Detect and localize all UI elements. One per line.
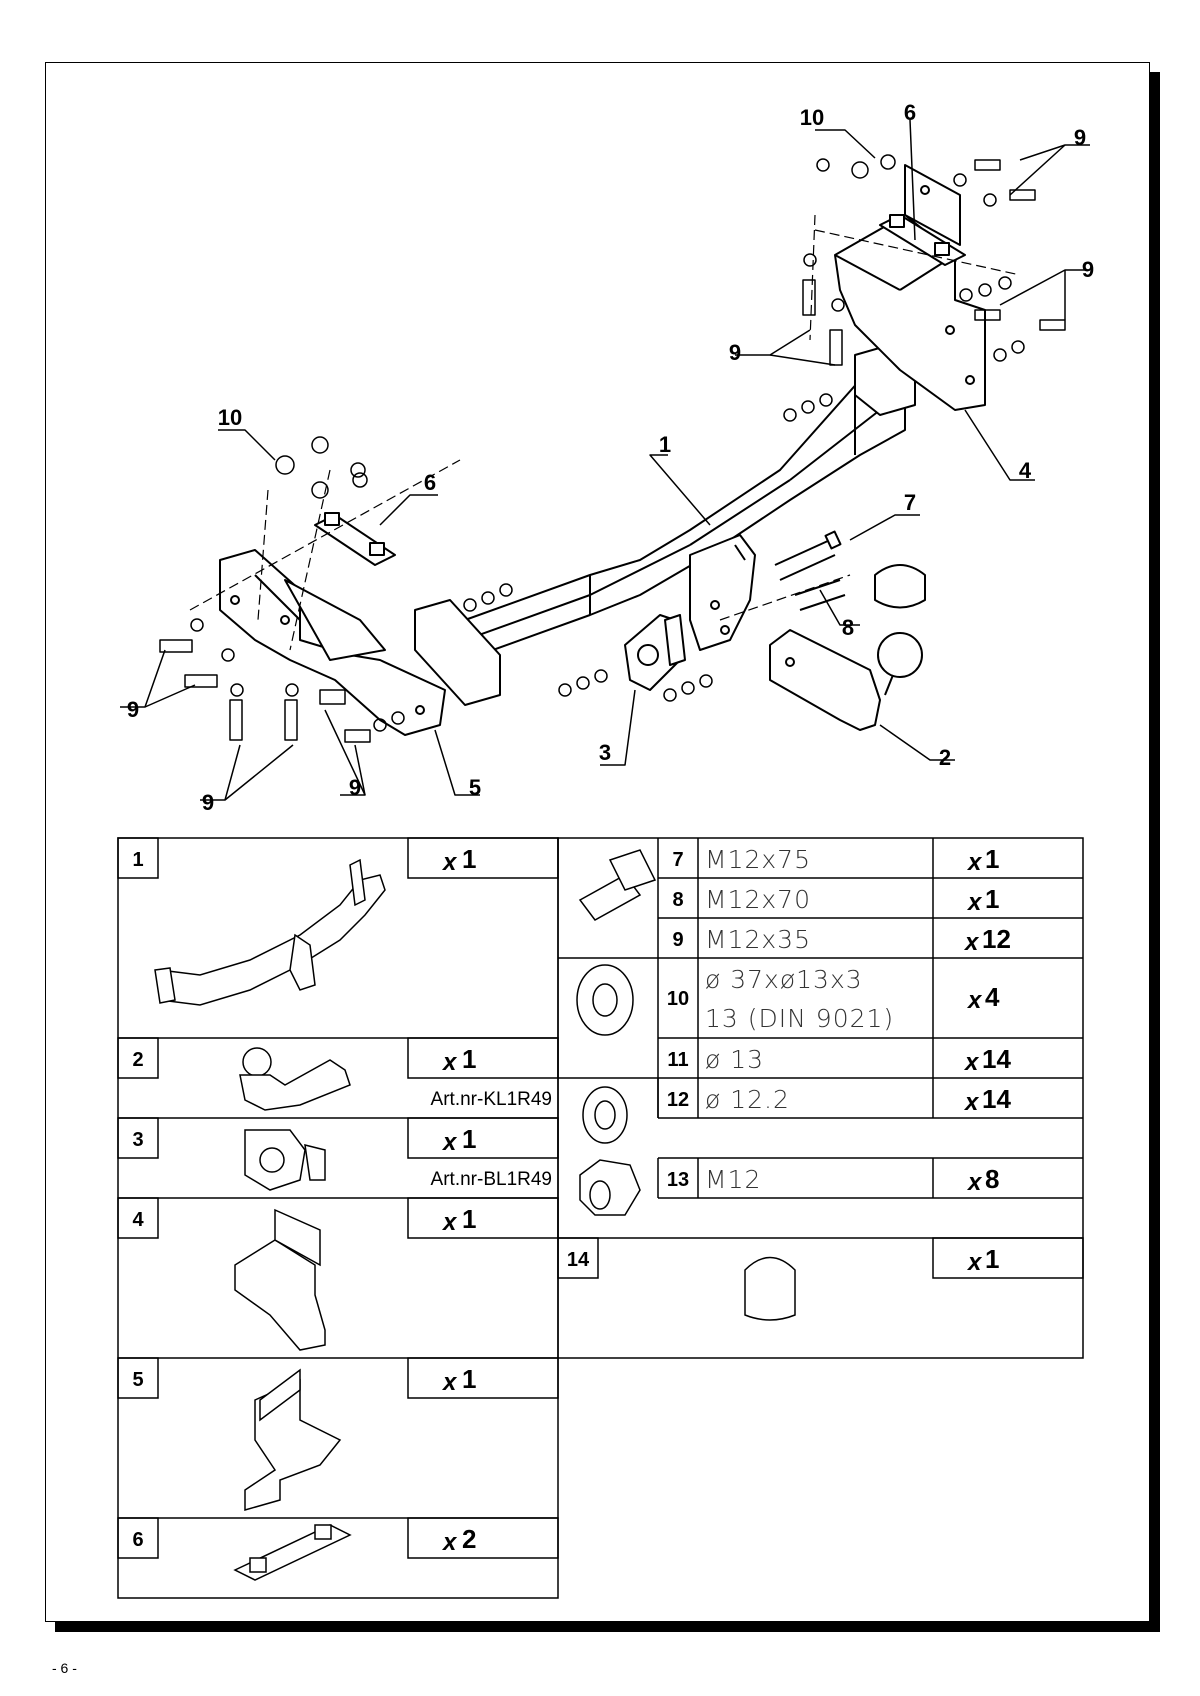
socket-plate-drawing [624, 614, 686, 691]
row-5-number: 5 [132, 1369, 143, 1391]
callout-8: 8 [842, 615, 854, 640]
row-9-number: 9 [672, 929, 683, 951]
row-11-x: x [963, 1049, 980, 1076]
row-10-qty: 4 [985, 982, 1000, 1012]
row-5-qty: 1 [462, 1364, 476, 1394]
row-1-x: x [441, 849, 458, 876]
row-5-x: x [441, 1369, 458, 1396]
row-10-number: 10 [667, 988, 689, 1010]
towball-drawing [769, 564, 926, 731]
thumb-clamp-plate [233, 1524, 352, 1581]
row-6-number: 6 [132, 1529, 143, 1551]
thumb-socket-plate [244, 1129, 326, 1191]
row-12-spec: ø 12.2 [705, 1085, 790, 1114]
parts-table-left: 1 x 1 2 x 1 Art.nr-KL1R49 3 x 1 Art.nr-B… [132, 844, 552, 1556]
row-13-x: x [966, 1169, 983, 1196]
row-12-x: x [963, 1089, 980, 1116]
thumb-bracket-right [234, 1208, 326, 1351]
thumb-towball [239, 1047, 351, 1111]
row-3-number: 3 [132, 1129, 143, 1151]
thumb-bolt [578, 849, 657, 921]
row-3-x: x [441, 1129, 458, 1156]
row-2-qty: 1 [462, 1044, 476, 1074]
row-9-x: x [963, 929, 980, 956]
row-13-number: 13 [667, 1169, 689, 1191]
row-14-number: 14 [567, 1249, 590, 1271]
bracket-left-drawing [219, 549, 446, 736]
row-8-number: 8 [672, 889, 683, 911]
crossbeam-drawing [414, 344, 916, 706]
row-7-qty: 1 [985, 844, 999, 874]
bolts-7-8-drawing [774, 530, 846, 611]
row-14-x: x [966, 1249, 983, 1276]
callout-9-bracket-upper: 9 [729, 340, 741, 365]
callout-9-top-right: 9 [1074, 125, 1086, 150]
frame-shadow-bottom [55, 1622, 1160, 1632]
thumb-bracket-left [244, 1368, 342, 1511]
thumb-washer [576, 964, 634, 1036]
thumb-crossbeam [154, 858, 386, 1006]
row-11-number: 11 [667, 1049, 688, 1071]
row-6-x: x [441, 1529, 458, 1556]
row-10-x: x [966, 987, 983, 1014]
row-2-article-number: Art.nr-KL1R49 [431, 1089, 552, 1110]
callout-10-left: 10 [218, 405, 242, 430]
row-7-number: 7 [672, 849, 683, 871]
row-3-qty: 1 [462, 1124, 476, 1154]
row-2-x: x [441, 1049, 458, 1076]
row-9-spec: M12x35 [705, 925, 811, 954]
parts-table-right: 7 M12x75 x 1 8 M12x70 x 1 9 M12x35 x 12 … [567, 844, 1012, 1276]
row-10-spec: ø 37xø13x3 [705, 965, 863, 994]
callout-labels: 10 6 9 9 9 10 1 6 4 7 8 9 9 9 5 3 2 [127, 100, 1094, 815]
row-11-spec: ø 13 [705, 1045, 764, 1074]
row-12-number: 12 [667, 1089, 689, 1111]
row-7-spec: M12x75 [705, 845, 811, 874]
row-12-qty: 14 [982, 1084, 1011, 1114]
callout-7: 7 [904, 490, 916, 515]
thumb-spring-washer [582, 1086, 628, 1144]
row-4-qty: 1 [462, 1204, 476, 1234]
page-number: - 6 - [52, 1660, 77, 1676]
assembly-lines [189, 214, 1021, 651]
table-thumbnails [154, 849, 796, 1581]
row-10-spec-line2: 13 (DIN 9021) [705, 1004, 894, 1033]
callout-6-top: 6 [904, 100, 916, 125]
thumb-nut [579, 1159, 641, 1216]
row-1-number: 1 [132, 849, 143, 871]
row-14-qty: 1 [985, 1244, 999, 1274]
row-11-qty: 14 [982, 1044, 1011, 1074]
row-8-qty: 1 [985, 884, 999, 914]
callout-9-left-c: 9 [349, 775, 361, 800]
row-3-article-number: Art.nr-BL1R49 [431, 1169, 552, 1190]
row-2-number: 2 [132, 1049, 143, 1071]
callout-2: 2 [939, 745, 951, 770]
clamp-plate-left-drawing [314, 512, 396, 566]
callout-5: 5 [469, 775, 481, 800]
callout-1: 1 [659, 432, 671, 457]
callout-9-mid-right: 9 [1082, 257, 1094, 282]
clamp-plate-top-drawing [879, 214, 966, 266]
row-8-spec: M12x70 [705, 885, 811, 914]
row-4-x: x [441, 1209, 458, 1236]
parts-table-grid [117, 837, 1084, 1599]
callout-3: 3 [599, 740, 611, 765]
row-1-qty: 1 [462, 844, 476, 874]
row-8-x: x [966, 889, 983, 916]
leader-lines [120, 119, 1090, 801]
callout-10-top: 10 [800, 105, 824, 130]
row-13-qty: 8 [985, 1164, 999, 1194]
row-6-qty: 2 [462, 1524, 476, 1554]
row-4-number: 4 [132, 1209, 144, 1231]
callout-6-left: 6 [424, 470, 436, 495]
callout-4: 4 [1019, 458, 1032, 483]
fasteners-drawing [159, 154, 1066, 743]
frame-shadow-right [1150, 72, 1160, 1632]
row-7-x: x [966, 849, 983, 876]
callout-9-left-b: 9 [202, 790, 214, 815]
callout-9-left-a: 9 [127, 697, 139, 722]
thumb-cap [744, 1256, 796, 1321]
row-13-spec: M12 [705, 1165, 761, 1194]
row-9-qty: 12 [982, 924, 1011, 954]
